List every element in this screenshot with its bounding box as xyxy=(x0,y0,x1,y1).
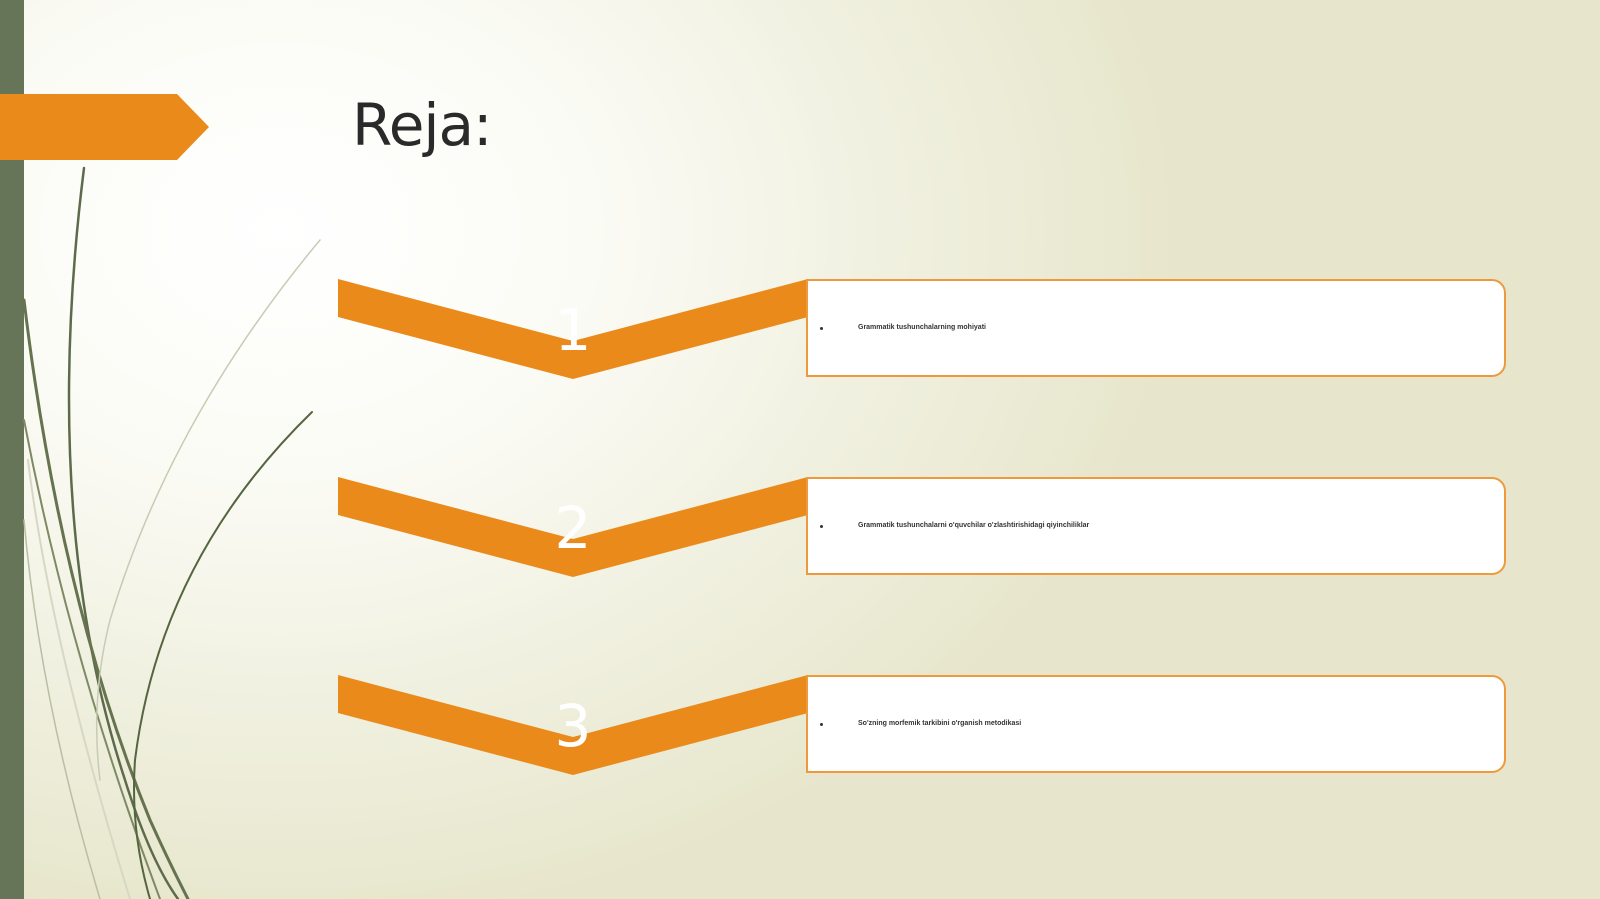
bullet-icon xyxy=(820,525,823,528)
plan-item-text: Grammatik tushunchalarning mohiyati xyxy=(858,324,986,331)
plan-item-box: So'zning morfemik tarkibini o'rganish me… xyxy=(806,675,1506,773)
title-arrow-shape xyxy=(0,94,209,160)
chevron-shape xyxy=(338,675,808,775)
plan-item-box: Grammatik tushunchalarni o'quvchilar o'z… xyxy=(806,477,1506,575)
plan-item-3: 3 So'zning morfemik tarkibini o'rganish … xyxy=(338,675,1510,777)
bullet-icon xyxy=(820,723,823,726)
bullet-icon xyxy=(820,327,823,330)
plan-item-number: 1 xyxy=(554,296,592,364)
plan-item-1: 1 Grammatik tushunchalarning mohiyati xyxy=(338,279,1510,381)
slide-title: Reja: xyxy=(352,91,493,159)
chevron-shape xyxy=(338,477,808,577)
plan-item-text: Grammatik tushunchalarni o'quvchilar o'z… xyxy=(858,522,1090,529)
plan-item-text: So'zning morfemik tarkibini o'rganish me… xyxy=(858,720,1022,727)
chevron-shape xyxy=(338,279,808,379)
grass-decoration xyxy=(22,166,321,899)
plan-item-number: 3 xyxy=(554,692,592,760)
plan-item-box: Grammatik tushunchalarning mohiyati xyxy=(806,279,1506,377)
plan-item-2: 2 Grammatik tushunchalarni o'quvchilar o… xyxy=(338,477,1510,579)
plan-item-number: 2 xyxy=(554,494,592,562)
